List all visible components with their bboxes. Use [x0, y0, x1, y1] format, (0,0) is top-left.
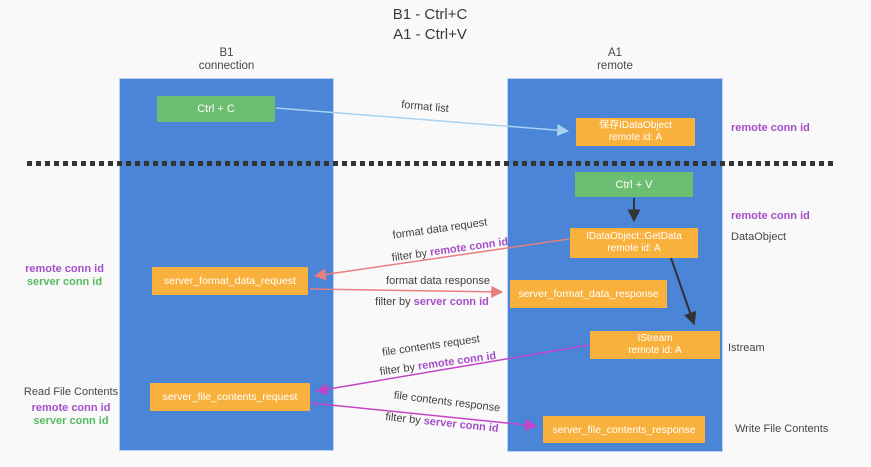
edge-label-format-data-response: format data response [378, 275, 498, 287]
node-save-dataobject: 保存IDataObject remote id: A [576, 118, 695, 146]
node-server-file-contents-request: server_file_contents_request [150, 383, 310, 411]
filter-by-text: filter by [379, 360, 419, 379]
lane-b1-role: connection [198, 60, 255, 72]
edge-label-file-contents-response: file contents response [387, 389, 508, 416]
node-format-request-label: server_format_data_request [164, 275, 296, 287]
filter-by-text: filter by [391, 246, 431, 265]
annotation-write-file-contents: Write File Contents [735, 423, 829, 435]
node-server-format-data-response: server_format_data_response [510, 280, 667, 308]
annotation-left-conn-ids-1: remote conn id server conn id [14, 263, 115, 289]
node-save-dataobject-line2: remote id: A [608, 132, 663, 143]
node-getdata-line1: IDataObject::GetData [586, 231, 682, 242]
format-data-request-text: format data request [391, 216, 489, 242]
edge-label-format-list: format list [375, 97, 476, 118]
diagram-title: B1 - Ctrl+C A1 - Ctrl+V [280, 5, 580, 45]
annotation-remote-conn-id-top: remote conn id [731, 122, 810, 134]
server-conn-id-text: server conn id [413, 296, 489, 308]
node-file-request-label: server_file_contents_request [162, 391, 298, 403]
annotation-server-conn-id-2: server conn id [33, 415, 109, 427]
node-getdata-line2: remote id: A [607, 243, 661, 254]
node-istream: IStream remote id: A [590, 331, 720, 359]
arrow-format-data-response [309, 285, 504, 298]
annotation-istream: Istream [728, 342, 765, 354]
edge-label-filter-server-1: filter by server conn id [372, 296, 492, 308]
remote-conn-id-text: remote conn id [417, 349, 497, 373]
annotation-left-read-block: Read File Contents remote conn id server… [16, 386, 126, 428]
node-file-response-label: server_file_contents_response [552, 423, 696, 436]
lane-header-a1: A1 remote [507, 47, 723, 73]
file-contents-response-text: file contents response [393, 389, 501, 415]
node-format-response-label: server_format_data_response [518, 288, 659, 300]
annotation-dataobject: DataObject [731, 231, 787, 243]
node-ctrl-v: Ctrl + V [575, 172, 693, 197]
server-conn-id-text: server conn id [423, 415, 500, 435]
node-idataobject-getdata: IDataObject::GetData remote id: A [570, 228, 698, 258]
node-istream-line1: IStream [637, 333, 673, 344]
node-ctrl-c: Ctrl + C [157, 96, 275, 122]
format-list-text: format list [400, 98, 450, 116]
node-ctrl-v-label: Ctrl + V [615, 178, 653, 191]
lane-b1-name: B1 [219, 47, 234, 59]
title-line-2: A1 - Ctrl+V [393, 26, 467, 43]
annotation-read-file-contents: Read File Contents [23, 386, 119, 398]
lane-a1-role: remote [597, 60, 633, 72]
annotation-remote-conn-id-mid: remote conn id [731, 210, 810, 222]
node-server-file-contents-response: server_file_contents_response [543, 416, 705, 443]
annotation-remote-conn-id-2: remote conn id [31, 402, 111, 414]
annotation-server-conn-id-1: server conn id [26, 276, 103, 288]
node-ctrl-c-label: Ctrl + C [197, 103, 235, 115]
lane-header-b1: B1 connection [119, 47, 334, 73]
title-line-1: B1 - Ctrl+C [392, 6, 468, 23]
node-istream-line2: remote id: A [628, 345, 682, 356]
node-server-format-data-request: server_format_data_request [152, 267, 308, 295]
lane-a1-name: A1 [607, 47, 623, 59]
node-save-dataobject-line1: 保存IDataObject [599, 120, 672, 131]
filter-by-text: filter by [375, 296, 414, 308]
dashed-separator-line [27, 161, 833, 166]
annotation-remote-conn-id-1: remote conn id [25, 263, 104, 275]
filter-by-text: filter by [384, 411, 425, 428]
edge-label-filter-server-2: filter by server conn id [377, 410, 508, 436]
remote-conn-id-text: remote conn id [429, 235, 509, 259]
format-data-response-text: format data response [386, 275, 490, 287]
